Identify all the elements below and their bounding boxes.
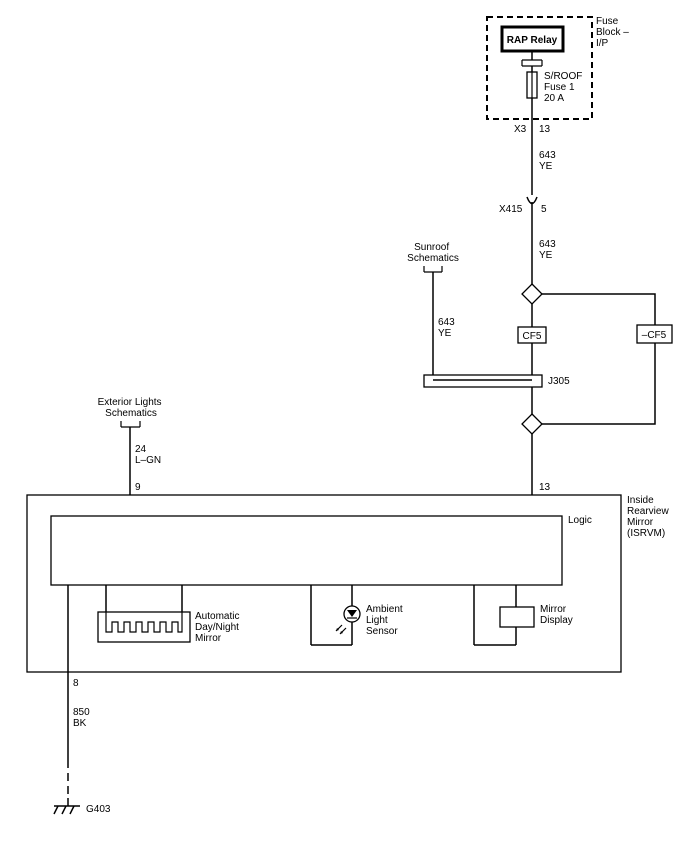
comb-splice-lower <box>521 413 543 435</box>
logic-label: Logic <box>568 515 592 526</box>
sunroof-ref-title: Sunroof Schematics <box>407 242 459 264</box>
isrvm-pin-8-label: 8 <box>73 678 79 689</box>
x415-pin-label: 5 <box>541 204 547 215</box>
wire-mid-label: 643 YE <box>539 239 558 261</box>
j305-splice-pack <box>423 374 543 388</box>
exterior-lights-ref-bracket <box>120 421 141 428</box>
exterior-lights-ref-title: Exterior Lights Schematics <box>98 397 165 419</box>
rap-relay-label: RAP Relay <box>507 35 558 46</box>
comb-splice-upper <box>521 283 543 305</box>
sunroof-wire-label: 643 YE <box>438 317 457 339</box>
ambient-sensor-label: Ambient Light Sensor <box>366 604 405 637</box>
fuse-block-boundary <box>486 16 593 120</box>
logic-box <box>50 515 563 586</box>
j305-label: J305 <box>548 376 570 387</box>
comb-right-label: –CF5 <box>642 330 667 341</box>
isrvm-pin-9-label: 9 <box>135 482 141 493</box>
ground-wire-label: 850 BK <box>73 707 92 729</box>
fuse-block-title: Fuse Block – I/P <box>596 16 632 49</box>
isrvm-title: Inside Rearview Mirror (ISRVM) <box>627 495 671 539</box>
x3-connector-label: X3 <box>514 124 527 135</box>
x415-connector-label: X415 <box>499 204 523 215</box>
isrvm-pin-13-label: 13 <box>539 482 551 493</box>
auto-dimming-element <box>97 585 191 643</box>
wire-top-label: 643 YE <box>539 150 558 172</box>
x3-pin-label: 13 <box>539 124 551 135</box>
mirror-display-label: Mirror Display <box>540 604 573 626</box>
ground-label: G403 <box>86 804 111 815</box>
comb-right-wire <box>542 293 656 425</box>
relay-output-terminal <box>521 51 543 72</box>
ambient-light-sensor-symbol <box>310 585 361 646</box>
comb-right-box <box>636 324 673 344</box>
chassis-ground-icon <box>53 798 80 815</box>
exterior-lights-wire-label: 24 L–GN <box>135 444 161 466</box>
sunroof-ref-bracket <box>423 266 443 273</box>
comb-left-box <box>517 326 547 344</box>
comb-left-label: CF5 <box>523 331 542 342</box>
mirror-display-symbol <box>473 585 535 646</box>
sroof-fuse-label: S/ROOF Fuse 1 20 A <box>544 71 585 104</box>
auto-mirror-label: Automatic Day/Night Mirror <box>195 611 242 644</box>
